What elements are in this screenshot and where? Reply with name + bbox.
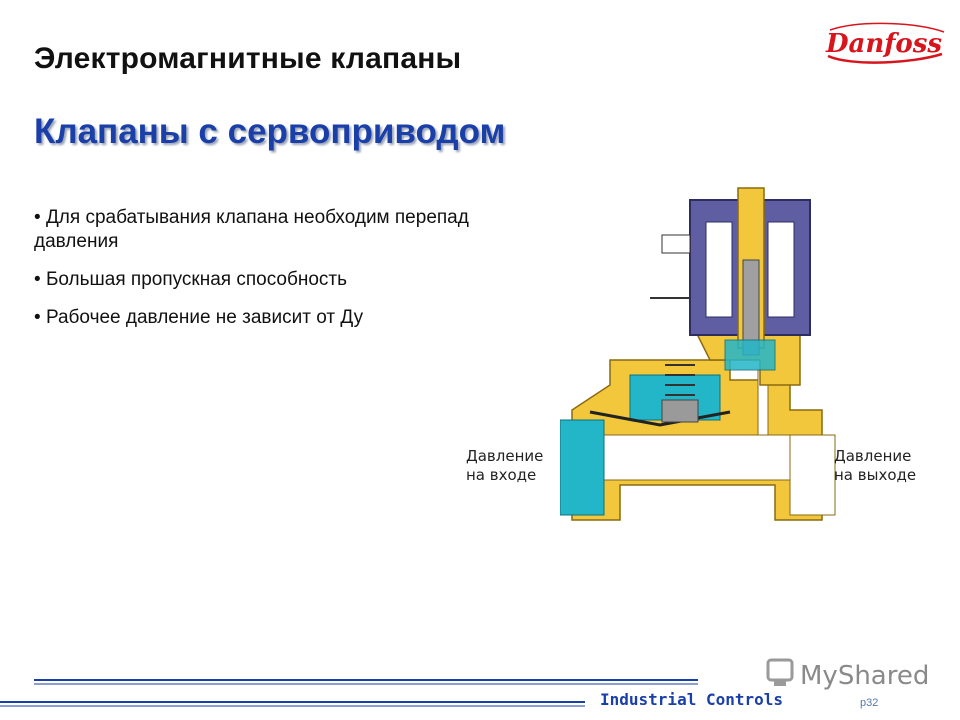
logo-text: Danfoss	[825, 29, 942, 59]
outlet-port	[789, 434, 836, 516]
watermark-text: MyShared	[800, 661, 929, 691]
spring	[665, 364, 695, 396]
bullet-text: Большая пропускная способность	[45, 269, 348, 290]
slide-title: Электромагнитные клапаны	[34, 42, 462, 75]
bullet-item: • Большая пропускная способность	[34, 269, 348, 290]
bullet-item: • Для срабатывания клапана необходим пер…	[34, 207, 469, 252]
bullet-item: • Рабочее давление не зависит от Ду	[34, 307, 364, 328]
terminal-connector	[661, 234, 691, 254]
footer-brand: Industrial Controls	[600, 690, 784, 709]
outlet-pressure-label: Давление на выходе	[834, 447, 917, 484]
inlet-pressure-label: Давление на входе	[466, 447, 544, 484]
pilot-fluid	[724, 339, 776, 371]
flow-channel	[599, 434, 796, 481]
coil-window-left	[705, 221, 733, 318]
coil-window-right	[767, 221, 795, 318]
bullet-text: Для срабатывания клапана необходим переп…	[34, 207, 469, 252]
page-number: p32	[860, 697, 879, 709]
servo-valve-diagram	[560, 187, 836, 521]
bullet-list: • Для срабатывания клапана необходим пер…	[34, 206, 474, 344]
danfoss-logo: Danfoss	[825, 22, 945, 64]
inlet-fluid	[560, 419, 605, 516]
diaphragm	[589, 410, 731, 427]
valve-plug	[661, 399, 699, 423]
slide-subtitle: Клапаны с сервоприводом	[34, 112, 506, 151]
myshared-watermark: MyShared	[766, 658, 929, 691]
footer-rule	[0, 679, 698, 707]
bullet-text: Рабочее давление не зависит от Ду	[45, 307, 364, 328]
